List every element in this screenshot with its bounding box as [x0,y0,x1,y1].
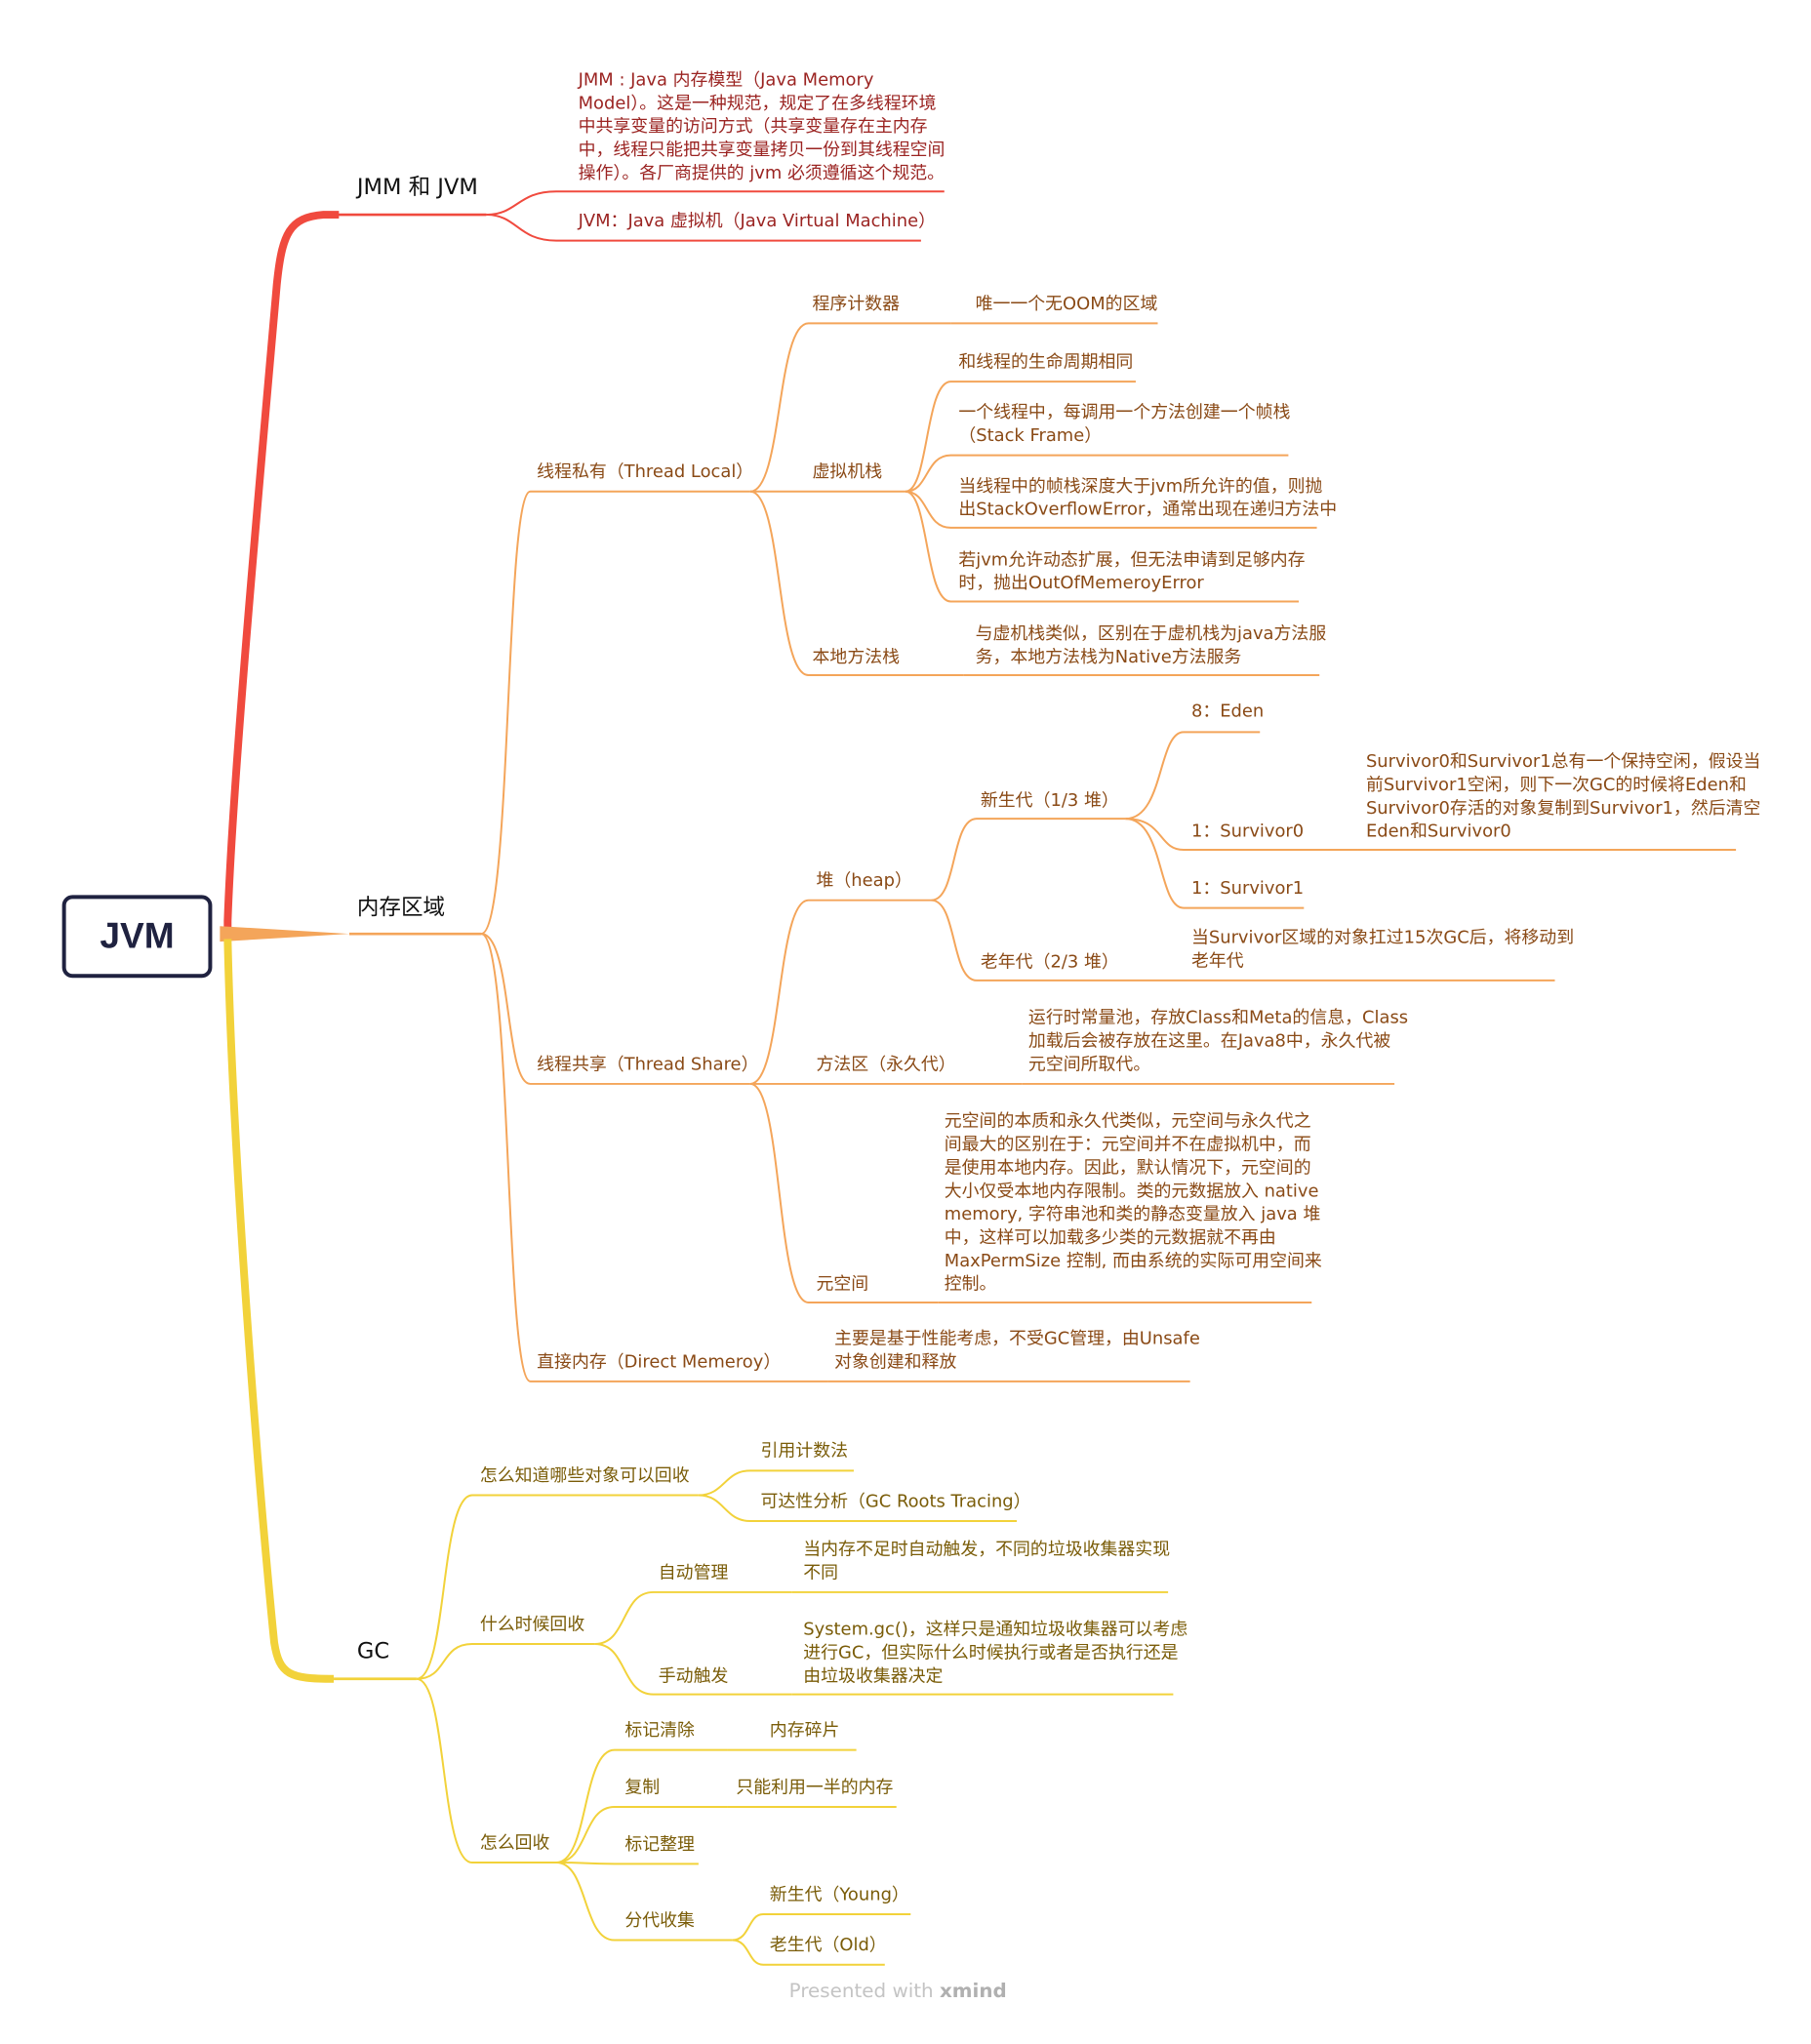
gc-manual-node[interactable]: 手动触发 [658,1665,729,1687]
copy-node[interactable]: 复制 [624,1777,661,1798]
old-gen-node[interactable]: 老年代（2/3 堆） [980,951,1119,973]
gc-when-node[interactable]: 什么时候回收 [479,1614,585,1635]
topic-memory-region[interactable]: 内存区域 [356,895,446,921]
trunk-memory [220,926,349,942]
gc-which-item[interactable]: 引用计数法 [760,1440,848,1463]
footer-brand: xmind [939,1979,1007,2003]
gc-auto-desc[interactable]: 当内存不足时自动触发，不同的垃圾收集器实现 不同 [803,1539,1171,1583]
thread-local-node[interactable]: 线程私有（Thread Local） [537,461,754,483]
native-stack-node[interactable]: 本地方法栈 [812,646,901,668]
mark-sweep-desc[interactable]: 内存碎片 [769,1720,840,1742]
old-gen-desc[interactable]: 当Survivor区域的对象扛过15次GC后，将移动到 老年代 [1190,927,1575,972]
metaspace-desc[interactable]: 元空间的本质和永久代类似，元空间与永久代之 间最大的区别在于：元空间并不在虚拟机… [944,1110,1322,1296]
vm-stack-item[interactable]: 若jvm允许动态扩展，但无法申请到足够内存 时，抛出OutOfMemeroyEr… [958,549,1306,594]
vm-stack-node[interactable]: 虚拟机栈 [812,461,883,483]
vm-stack-item[interactable]: 当线程中的帧栈深度大于jvm所允许的值，则抛 出StackOverflowErr… [958,475,1338,520]
mark-sweep-node[interactable]: 标记清除 [624,1720,695,1742]
survivor1-node[interactable]: 1：Survivor1 [1190,878,1305,900]
survivor0-desc[interactable]: Survivor0和Survivor1总有一个保持空闲，假设当 前Survivo… [1365,751,1761,843]
mark-compact-node[interactable]: 标记整理 [624,1833,695,1856]
thread-share-node[interactable]: 线程共享（Thread Share） [537,1054,759,1075]
heap-node[interactable]: 堆（heap） [816,870,912,892]
footer-prefix: Presented with [788,1979,940,2003]
gc-which-item[interactable]: 可达性分析（GC Roots Tracing） [760,1491,1031,1512]
generational-node[interactable]: 分代收集 [624,1910,695,1932]
gc-how-node[interactable]: 怎么回收 [479,1832,550,1854]
jmm-description[interactable]: JMM : Java 内存模型（Java Memory Model）。这是一种规… [578,69,946,184]
young-gen-node[interactable]: 新生代（1/3 堆） [980,790,1119,812]
root-label: JVM [100,915,175,956]
gc-manual-desc[interactable]: System.gc()，这样只是通知垃圾收集器可以考虑 进行GC，但实际什么时候… [803,1619,1188,1687]
topic-jmm-jvm[interactable]: JMM 和 JVM [356,174,478,201]
generational-item[interactable]: 老生代（Old） [769,1935,887,1956]
pc-register-node[interactable]: 程序计数器 [812,293,901,315]
topic-gc[interactable]: GC [356,1638,390,1665]
generational-item[interactable]: 新生代（Young） [769,1884,909,1905]
method-area-node[interactable]: 方法区（永久代） [816,1054,956,1075]
jvm-description[interactable]: JVM：Java 虚拟机（Java Virtual Machine） [578,211,937,232]
vm-stack-item[interactable]: 和线程的生命周期相同 [958,351,1134,373]
root-node[interactable]: JVM [61,895,213,979]
native-stack-desc[interactable]: 与虚机栈类似，区别在于虚机栈为java方法服 务，本地方法栈为Native方法服… [975,622,1327,668]
gc-which-node[interactable]: 怎么知道哪些对象可以回收 [479,1465,690,1487]
metaspace-node[interactable]: 元空间 [816,1273,869,1296]
direct-memory-desc[interactable]: 主要是基于性能考虑，不受GC管理，由Unsafe 对象创建和释放 [834,1328,1200,1373]
method-area-desc[interactable]: 运行时常量池，存放Class和Meta的信息，Class 加载后会被存放在这里。… [1027,1007,1409,1075]
direct-memory-node[interactable]: 直接内存（Direct Memeroy） [537,1351,782,1373]
trunk-jmm [223,211,487,932]
vm-stack-item[interactable]: 一个线程中，每调用一个方法创建一个帧栈 （Stack Frame） [958,402,1291,447]
trunk-gc [223,939,417,1683]
eden-node[interactable]: 8：Eden [1190,701,1265,722]
xmind-footer: Presented with xmind [789,1979,1007,2002]
survivor0-node[interactable]: 1：Survivor0 [1190,821,1305,843]
gc-auto-node[interactable]: 自动管理 [658,1562,729,1583]
copy-desc[interactable]: 只能利用一半的内存 [736,1777,894,1798]
pc-register-desc[interactable]: 唯一一个无OOM的区域 [975,293,1158,315]
